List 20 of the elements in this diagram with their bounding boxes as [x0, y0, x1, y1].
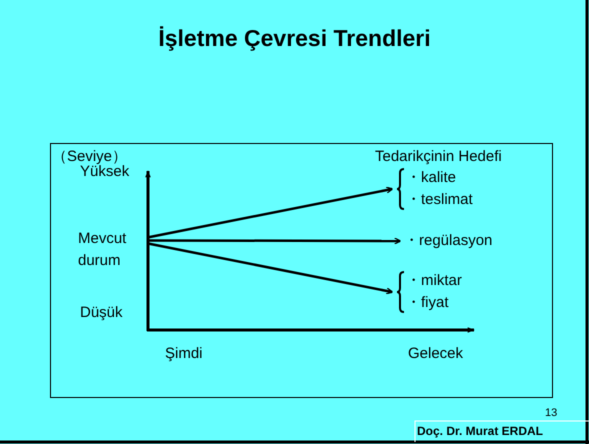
- goal-item: ・teslimat: [406, 190, 473, 210]
- target-group: [396, 270, 462, 314]
- arrow: [148, 186, 394, 239]
- axis-label: Yüksek: [80, 163, 130, 181]
- goal-item: ・miktar: [406, 271, 462, 291]
- axis-label: （Seviye）: [52, 148, 128, 165]
- goal-item: ・regülasyon: [404, 230, 492, 252]
- page-number: 13: [545, 406, 558, 420]
- title: İşletme Çevresi Trendleri: [157, 24, 432, 52]
- goal-item: ・fiyat: [406, 293, 450, 313]
- target-group: [396, 167, 473, 211]
- axis-label: Tedarikçinin Hedefi: [375, 148, 502, 166]
- axis-label: Şimdi: [165, 345, 203, 363]
- axis-label: Düşük: [80, 304, 123, 322]
- goal-item: ・kalite: [406, 168, 458, 188]
- state-label: Mevcut durum: [78, 228, 148, 272]
- arrow: [148, 237, 402, 245]
- author-name: Doç. Dr. Murat ERDAL: [417, 424, 544, 438]
- arrow: [148, 242, 394, 294]
- axis-label: Gelecek: [408, 345, 464, 363]
